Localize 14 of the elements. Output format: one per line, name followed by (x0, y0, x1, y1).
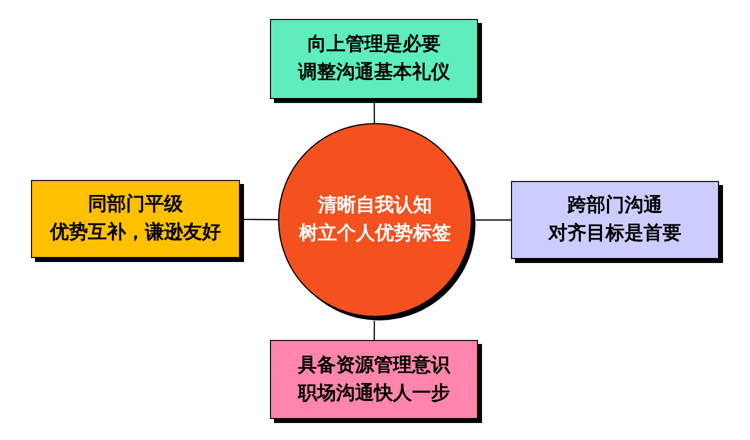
topic-label: 调整沟通基本礼仪 (298, 60, 450, 85)
connector-line (244, 218, 278, 220)
topic-label: 优势互补，谦逊友好 (50, 220, 221, 245)
topic-label: 跨部门沟通 (568, 194, 662, 218)
topic-label: 职场沟通快人一步 (298, 382, 450, 406)
core-label: 树立个人优势标签 (299, 222, 451, 246)
connector-line (476, 219, 511, 221)
core-label: 清晰自我认知 (318, 194, 432, 218)
connector-line (374, 103, 375, 123)
topic-label: 同部门平级 (88, 192, 183, 217)
topic-label: 具备资源管理意识 (298, 354, 450, 378)
topic-label: 对齐目标是首要 (548, 222, 682, 246)
connector-line (374, 320, 375, 340)
topic-label: 向上管理是必要 (308, 32, 440, 57)
